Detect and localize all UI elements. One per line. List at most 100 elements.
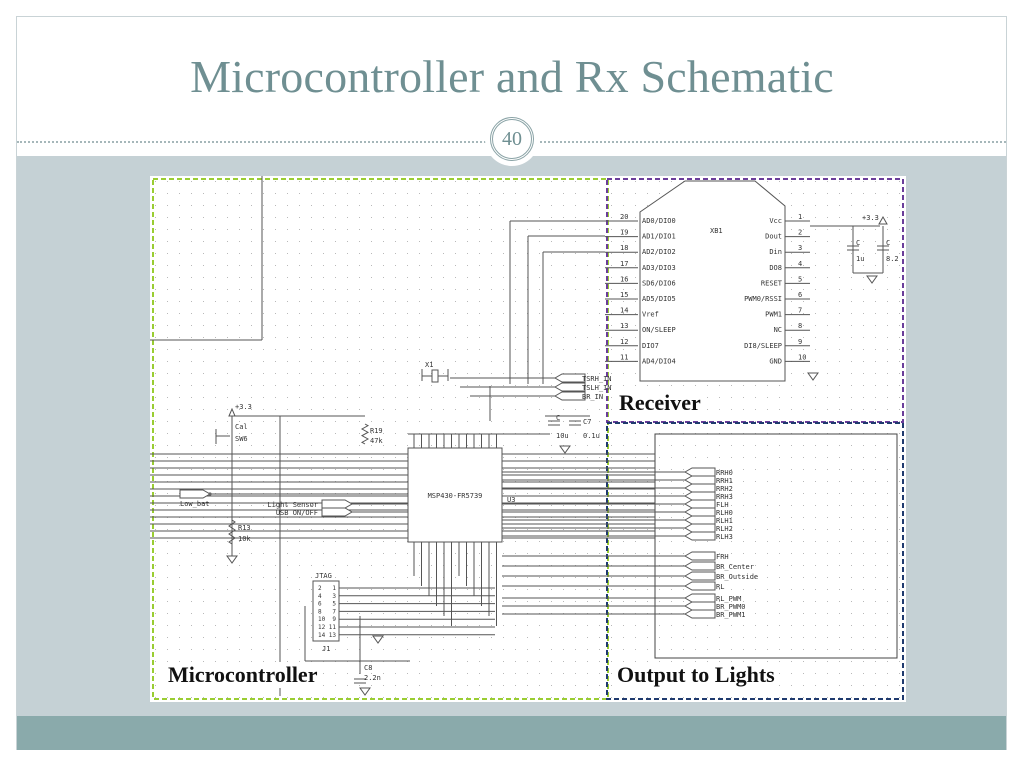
output-port-group1 <box>683 523 716 533</box>
xbee-ref-label: XB1 <box>710 227 723 235</box>
xbee-pin-number: 14 <box>620 307 628 315</box>
xbee-pin-number: 11 <box>620 353 628 361</box>
output-port-group2-label: BR_Center <box>716 563 754 571</box>
resistor-value: 47k <box>370 437 383 445</box>
crystal-label: X1 <box>425 361 433 369</box>
output-port-group2-label: BR_Outside <box>716 573 758 581</box>
cap-name: C <box>556 414 560 422</box>
jtag-pin-number: 10 <box>318 616 326 623</box>
input-port-label: TSLH_IN <box>582 384 612 392</box>
jtag-title: JTAG <box>315 572 332 580</box>
input-port-label: BR_IN <box>582 393 603 401</box>
xbee-pin-number: 15 <box>620 291 628 299</box>
output-port-group3 <box>683 593 716 603</box>
usb-port <box>321 507 354 517</box>
output-port-group2 <box>683 581 716 591</box>
mcu-part-label: MSP430-FR5739 <box>428 492 483 500</box>
output-port-group3 <box>683 609 716 619</box>
xbee-pin-name: Vcc <box>769 217 782 225</box>
jtag-pin-number: 2 <box>318 585 322 592</box>
jtag-pin-number: 13 <box>329 632 337 639</box>
xbee-pin-name: DIO7 <box>642 342 659 350</box>
xbee-pin-number: 3 <box>798 244 802 252</box>
output-port-group2 <box>683 551 716 561</box>
supply-label-3v3: +3.3 <box>235 403 252 411</box>
jtag-ref: J1 <box>322 645 330 653</box>
xbee-pin-number: 1 <box>798 213 802 221</box>
junction-dot <box>208 492 212 496</box>
footer-band <box>17 716 1006 750</box>
output-port-group1 <box>683 499 716 509</box>
xbee-pin-name: AD3/DIO3 <box>642 264 676 272</box>
xbee-pin-name: AD1/DIO1 <box>642 233 676 241</box>
xbee-pin-number: 20 <box>620 213 628 221</box>
region-label-output: Output to Lights <box>615 662 777 688</box>
output-connector-panel <box>654 433 898 659</box>
xbee-pin-number: 7 <box>798 307 802 315</box>
resistor-name: R13 <box>238 524 251 532</box>
switch-label: Cal <box>235 423 248 431</box>
input-port-label: TSRH_IN <box>582 375 612 383</box>
xbee-pin-name: NC <box>774 326 782 334</box>
jtag-pin-number: 7 <box>332 608 336 615</box>
port-label-usb: USB ON/OFF <box>276 509 318 517</box>
jtag-pin-number: 12 <box>318 624 326 631</box>
xbee-pin-name: AD0/DIO0 <box>642 217 676 225</box>
ground-symbol <box>866 275 878 284</box>
cap-value: 8.2 <box>886 255 899 263</box>
output-port-group1 <box>683 483 716 493</box>
xbee-pin-name: Din <box>769 248 782 256</box>
ground-symbol <box>359 687 371 696</box>
output-port-group1 <box>683 507 716 517</box>
switch-ref: SW6 <box>235 435 248 443</box>
xbee-pin-name: SD6/DIO6 <box>642 279 676 287</box>
output-port-group1 <box>683 531 716 541</box>
xbee-pin-number: 10 <box>798 353 806 361</box>
xbee-pin-name: ON/SLEEP <box>642 326 676 334</box>
output-port-group1-label: RRH2 <box>716 485 733 493</box>
resistor-name: R19 <box>370 427 383 435</box>
xbee-pin-number: 8 <box>798 322 802 330</box>
xbee-pin-number: 19 <box>620 229 628 237</box>
output-port-group1-label: RLH3 <box>716 533 733 541</box>
low-bat-label: Low_bat <box>180 500 210 508</box>
ground-symbol <box>372 635 384 644</box>
cap-value: 0.1u <box>583 432 600 440</box>
jtag-pin-number: 11 <box>329 624 337 631</box>
jtag-pin-number: 6 <box>318 601 322 608</box>
xbee-pin-number: 12 <box>620 338 628 346</box>
xbee-pin-name: Dout <box>765 233 782 241</box>
jtag-pin-number: 8 <box>318 608 322 615</box>
xbee-pin-name: DI8/SLEEP <box>744 342 782 350</box>
region-label-receiver: Receiver <box>617 390 703 416</box>
output-port-group1-label: RRH3 <box>716 493 733 501</box>
receiver-region <box>606 178 904 423</box>
slide-title: Microcontroller and Rx Schematic <box>190 51 834 102</box>
mcu-chip <box>407 447 503 543</box>
output-port-group1 <box>683 467 716 477</box>
xbee-module-outline <box>639 180 786 382</box>
supply-arrow <box>878 215 888 225</box>
xbee-pin-name: PWM0/RSSI <box>744 295 782 303</box>
output-port-group3-label: BR_PWM1 <box>716 611 746 619</box>
xbee-pin-number: 4 <box>798 260 802 268</box>
resistor-r13 <box>228 519 236 545</box>
input-port <box>553 391 586 401</box>
output-port-group1-label: RLH0 <box>716 509 733 517</box>
output-port-group1-label: RLH2 <box>716 525 733 533</box>
output-port-group2-label: FRH <box>716 553 729 561</box>
output-port-group3-label: BR_PWM0 <box>716 603 746 611</box>
xbee-pin-number: 5 <box>798 275 802 283</box>
cap-name: C <box>886 239 890 247</box>
jtag-pin-number: 1 <box>332 585 336 592</box>
jtag-pin-number: 3 <box>332 593 336 600</box>
supply-arrow <box>228 407 236 417</box>
jtag-header-j1 <box>312 580 340 642</box>
xbee-pin-number: 18 <box>620 244 628 252</box>
crystal-x1 <box>431 369 439 383</box>
xbee-pin-name: AD2/DIO2 <box>642 248 676 256</box>
input-port <box>553 373 586 383</box>
xbee-pin-name: PWM1 <box>765 311 782 319</box>
